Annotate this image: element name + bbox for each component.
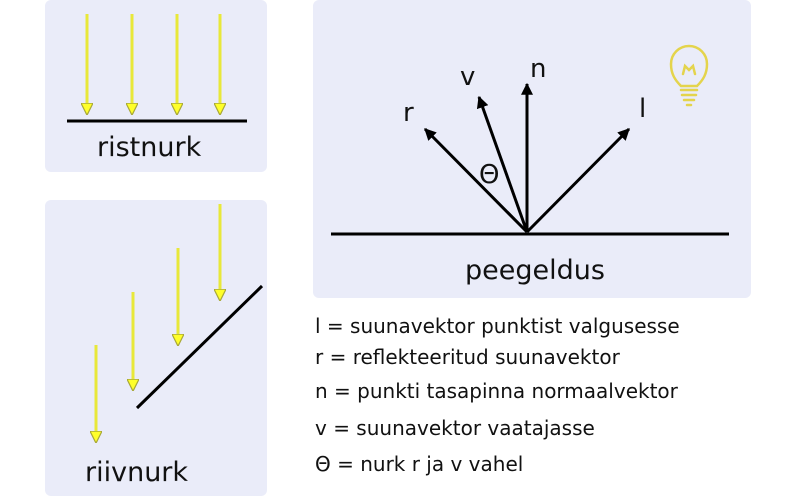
oblique-diagram xyxy=(45,204,264,496)
surface-line xyxy=(135,284,264,410)
reflection-caption: peegeldus xyxy=(465,255,605,286)
vector-v xyxy=(476,95,529,233)
light-bulb-icon xyxy=(669,44,709,107)
label-v: v xyxy=(460,62,476,92)
oblique-caption: riivnurk xyxy=(85,457,189,488)
perpendicular-diagram xyxy=(67,14,247,123)
label-r: r xyxy=(403,98,414,128)
incoming-rays xyxy=(87,14,220,114)
legend-item-v: v = suunavektor vaatajasse xyxy=(315,416,595,440)
incoming-rays xyxy=(96,204,220,442)
perpendicular-caption: ristnurk xyxy=(97,132,202,163)
reflection-panel: r v n l Θ peegeldus xyxy=(313,0,751,298)
reflection-diagram xyxy=(331,44,729,236)
vector-r xyxy=(423,127,529,234)
legend-item-l: l = suunavektor punktist valgusesse xyxy=(315,314,680,338)
label-theta: Θ xyxy=(479,160,500,190)
vector-l xyxy=(525,127,631,234)
legend-item-n: n = punkti tasapinna normaalvektor xyxy=(315,379,678,403)
label-n: n xyxy=(530,54,547,84)
label-l: l xyxy=(639,94,647,124)
oblique-panel: riivnurk xyxy=(45,200,267,496)
legend-item-theta: Θ = nurk r ja v vahel xyxy=(315,452,524,476)
perpendicular-panel: ristnurk xyxy=(45,0,267,172)
legend-item-r: r = reflekteeritud suunavektor xyxy=(315,345,620,369)
